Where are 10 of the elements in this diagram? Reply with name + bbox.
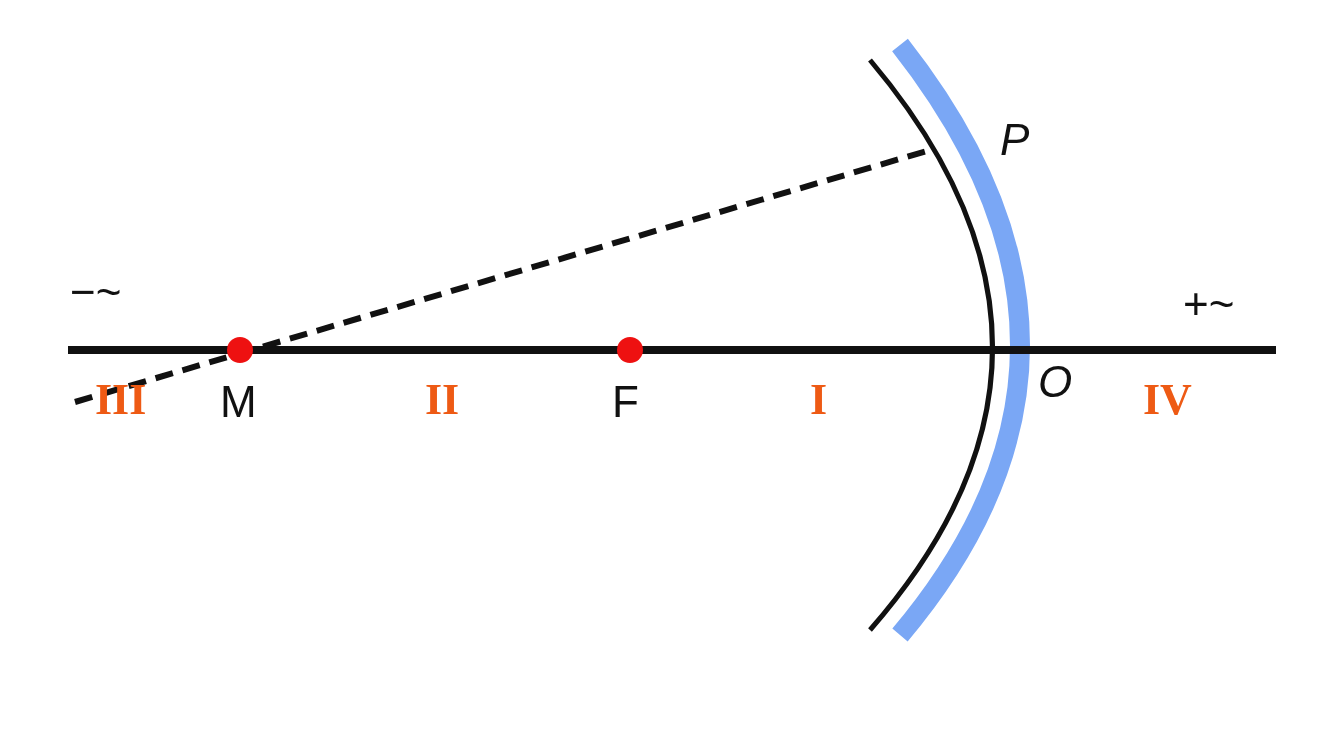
point-label: O — [1038, 360, 1073, 404]
region-label: I — [810, 378, 828, 422]
point-label: M — [220, 380, 257, 424]
region-label: IV — [1143, 378, 1192, 422]
point-label: F — [612, 380, 639, 424]
infinity-label: +~ — [1183, 282, 1235, 326]
infinity-label: −~ — [70, 270, 122, 314]
region-label: II — [425, 378, 460, 422]
point-label: P — [1000, 118, 1030, 162]
region-label: III — [95, 378, 147, 422]
